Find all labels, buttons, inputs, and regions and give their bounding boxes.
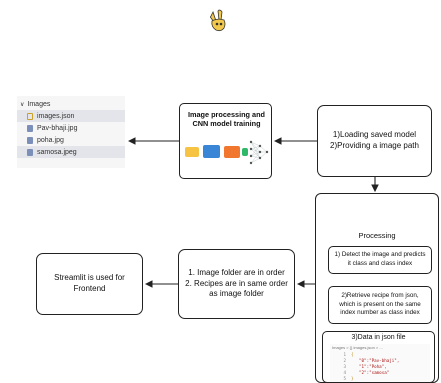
cnn-training-title: Image processing and CNN model training bbox=[187, 110, 266, 129]
explorer-file-item[interactable]: samosa.jpeg bbox=[17, 146, 125, 158]
dense-block-icon bbox=[242, 148, 248, 156]
explorer-file-item[interactable]: poha.jpg bbox=[17, 134, 125, 146]
processing-title: Processing bbox=[358, 231, 396, 240]
code-line: 2"0":"Pav-bhaji", bbox=[343, 358, 400, 363]
json-code-editor: Images > {} images.json > ... 1{ 2"0":"P… bbox=[330, 344, 430, 382]
streamlit-frontend-box: Streamlit is used for Frontend bbox=[36, 253, 143, 315]
explorer-file-label: poha.jpg bbox=[37, 136, 64, 144]
image-file-icon bbox=[27, 148, 33, 156]
explorer-file-item[interactable]: images.json bbox=[17, 110, 125, 122]
explorer-file-item[interactable]: Pav-bhaji.jpg bbox=[17, 122, 125, 134]
code-line: 4"2":"samosa" bbox=[343, 370, 390, 375]
image-file-icon bbox=[27, 136, 33, 144]
explorer-file-label: Pav-bhaji.jpg bbox=[37, 124, 78, 132]
cnn-training-box: Image processing and CNN model training bbox=[179, 103, 272, 179]
input-block-icon bbox=[185, 147, 199, 157]
code-line: 1{ bbox=[343, 352, 354, 357]
neural-network-icon bbox=[249, 140, 269, 165]
hand-peace-logo bbox=[207, 9, 229, 33]
pool-block-icon bbox=[224, 146, 240, 158]
explorer-folder[interactable]: ∨ Images bbox=[17, 98, 125, 110]
explorer-folder-label: Images bbox=[27, 100, 51, 108]
code-line: 5} bbox=[343, 376, 354, 381]
conv-block-icon bbox=[203, 145, 220, 158]
loading-model-box: 1)Loading saved model 2)Providing a imag… bbox=[317, 105, 432, 177]
code-breadcrumb: Images > {} images.json > ... bbox=[332, 345, 383, 350]
image-order-box: 1. Image folder are in order 2. Recipes … bbox=[178, 249, 295, 319]
image-file-icon bbox=[27, 124, 33, 132]
json-file-icon bbox=[27, 112, 33, 120]
hand-peace-icon bbox=[210, 9, 226, 32]
explorer-file-label: samosa.jpeg bbox=[37, 148, 77, 156]
file-explorer: ∨ Images images.json Pav-bhaji.jpg poha.… bbox=[17, 96, 125, 168]
explorer-file-label: images.json bbox=[37, 112, 75, 120]
code-line: 3"1":"Poha", bbox=[343, 364, 387, 369]
chevron-down-icon: ∨ bbox=[20, 101, 25, 108]
detect-step-box: 1) Detect the image and predicts it clas… bbox=[328, 246, 432, 274]
retrieve-recipe-box: 2)Retrieve recipe from json, which is pr… bbox=[328, 286, 432, 324]
json-data-title: 3)Data in json file bbox=[351, 334, 406, 341]
